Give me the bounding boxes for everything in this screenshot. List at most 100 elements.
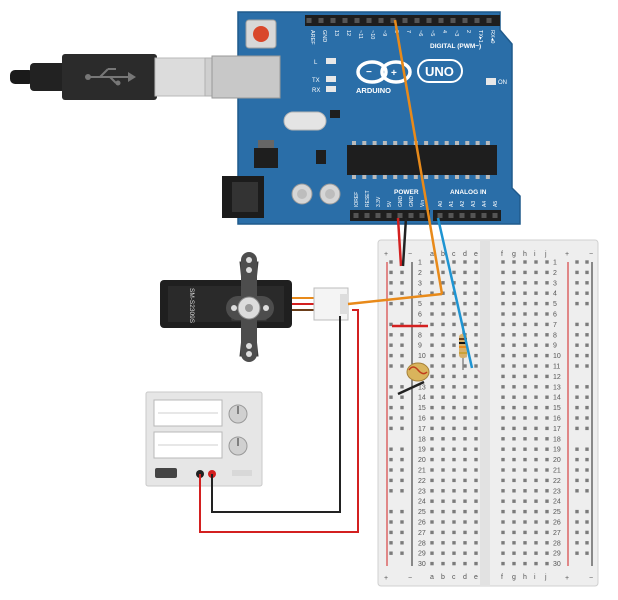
- wire-servo-gnd[interactable]: [211, 316, 341, 513]
- breadboard-hole[interactable]: [545, 416, 549, 420]
- breadboard-hole[interactable]: [534, 489, 538, 493]
- arduino-pin[interactable]: [437, 213, 443, 218]
- breadboard-hole[interactable]: [512, 499, 516, 503]
- arduino-pin[interactable]: [366, 18, 372, 23]
- breadboard-hole[interactable]: [463, 457, 467, 462]
- breadboard-hole[interactable]: [523, 281, 527, 285]
- breadboard-hole[interactable]: [441, 468, 445, 472]
- rail-hole[interactable]: [400, 468, 404, 472]
- breadboard-hole[interactable]: [523, 322, 527, 327]
- breadboard-hole[interactable]: [463, 395, 467, 399]
- arduino-pin[interactable]: [386, 213, 392, 218]
- breadboard-hole[interactable]: [452, 301, 456, 306]
- breadboard-hole[interactable]: [474, 416, 478, 420]
- wire-analog-a0[interactable]: [436, 217, 474, 369]
- rail-hole[interactable]: [585, 291, 589, 295]
- breadboard-hole[interactable]: [430, 541, 434, 545]
- rail-hole[interactable]: [400, 541, 404, 545]
- breadboard-hole[interactable]: [441, 353, 445, 358]
- breadboard-hole[interactable]: [430, 395, 434, 399]
- rail-hole[interactable]: [389, 353, 393, 358]
- rail-hole[interactable]: [585, 405, 589, 410]
- breadboard-hole[interactable]: [463, 374, 467, 379]
- breadboard-hole[interactable]: [545, 364, 549, 368]
- breadboard-hole[interactable]: [474, 281, 478, 285]
- breadboard-hole[interactable]: [463, 312, 467, 316]
- breadboard-hole[interactable]: [441, 520, 445, 524]
- breadboard-hole[interactable]: [430, 301, 434, 306]
- rail-hole[interactable]: [585, 541, 589, 545]
- breadboard-hole[interactable]: [501, 541, 505, 545]
- breadboard-hole[interactable]: [545, 530, 549, 535]
- breadboard-hole[interactable]: [441, 260, 445, 264]
- rail-hole[interactable]: [575, 301, 579, 306]
- wire-servo-power[interactable]: [199, 309, 359, 533]
- breadboard-hole[interactable]: [545, 405, 549, 410]
- rail-hole[interactable]: [400, 301, 404, 306]
- breadboard-hole[interactable]: [512, 478, 516, 483]
- breadboard-hole[interactable]: [441, 437, 445, 441]
- breadboard-hole[interactable]: [545, 489, 549, 493]
- breadboard-hole[interactable]: [430, 364, 434, 368]
- breadboard-hole[interactable]: [512, 322, 516, 327]
- rail-hole[interactable]: [389, 405, 393, 410]
- breadboard-hole[interactable]: [441, 374, 445, 379]
- breadboard-hole[interactable]: [430, 312, 434, 316]
- breadboard-hole[interactable]: [534, 353, 538, 358]
- breadboard-hole[interactable]: [430, 374, 434, 379]
- breadboard-hole[interactable]: [501, 426, 505, 431]
- breadboard-hole[interactable]: [523, 499, 527, 503]
- arduino-pin[interactable]: [450, 18, 456, 23]
- rail-hole[interactable]: [389, 551, 393, 555]
- breadboard-hole[interactable]: [512, 333, 516, 337]
- breadboard-hole[interactable]: [534, 530, 538, 535]
- breadboard-hole[interactable]: [512, 437, 516, 441]
- breadboard-hole[interactable]: [452, 520, 456, 524]
- breadboard-hole[interactable]: [523, 385, 527, 389]
- breadboard-hole[interactable]: [523, 374, 527, 379]
- rail-hole[interactable]: [389, 478, 393, 483]
- breadboard-hole[interactable]: [474, 322, 478, 327]
- breadboard-hole[interactable]: [545, 509, 549, 514]
- breadboard-hole[interactable]: [534, 551, 538, 555]
- breadboard-hole[interactable]: [452, 437, 456, 441]
- breadboard-hole[interactable]: [463, 530, 467, 535]
- breadboard-hole[interactable]: [474, 301, 478, 306]
- breadboard-hole[interactable]: [501, 457, 505, 462]
- breadboard-hole[interactable]: [534, 499, 538, 503]
- breadboard-hole[interactable]: [474, 530, 478, 535]
- breadboard-hole[interactable]: [512, 301, 516, 306]
- power-switch[interactable]: [155, 468, 177, 478]
- rail-hole[interactable]: [575, 541, 579, 545]
- breadboard-hole[interactable]: [463, 437, 467, 441]
- rail-hole[interactable]: [400, 322, 404, 327]
- rail-hole[interactable]: [575, 478, 579, 483]
- breadboard-hole[interactable]: [441, 364, 445, 368]
- rail-hole[interactable]: [389, 541, 393, 545]
- breadboard-hole[interactable]: [474, 561, 478, 566]
- breadboard-hole[interactable]: [452, 551, 456, 555]
- breadboard-hole[interactable]: [452, 374, 456, 379]
- breadboard-hole[interactable]: [534, 385, 538, 389]
- rail-hole[interactable]: [585, 478, 589, 483]
- breadboard-hole[interactable]: [430, 416, 434, 420]
- arduino-pin[interactable]: [470, 213, 476, 218]
- breadboard-hole[interactable]: [501, 468, 505, 472]
- rail-hole[interactable]: [575, 520, 579, 524]
- breadboard-hole[interactable]: [474, 312, 478, 316]
- breadboard-hole[interactable]: [534, 457, 538, 462]
- breadboard-hole[interactable]: [441, 457, 445, 462]
- breadboard-hole[interactable]: [523, 353, 527, 358]
- breadboard-hole[interactable]: [501, 291, 505, 295]
- rail-hole[interactable]: [585, 530, 589, 535]
- arduino-pin[interactable]: [354, 18, 360, 23]
- breadboard-hole[interactable]: [545, 333, 549, 337]
- breadboard-hole[interactable]: [512, 374, 516, 379]
- rail-hole[interactable]: [585, 322, 589, 327]
- breadboard-hole[interactable]: [474, 520, 478, 524]
- breadboard-hole[interactable]: [523, 541, 527, 545]
- breadboard-hole[interactable]: [501, 499, 505, 503]
- breadboard-hole[interactable]: [474, 374, 478, 379]
- breadboard-hole[interactable]: [512, 530, 516, 535]
- rail-hole[interactable]: [575, 489, 579, 493]
